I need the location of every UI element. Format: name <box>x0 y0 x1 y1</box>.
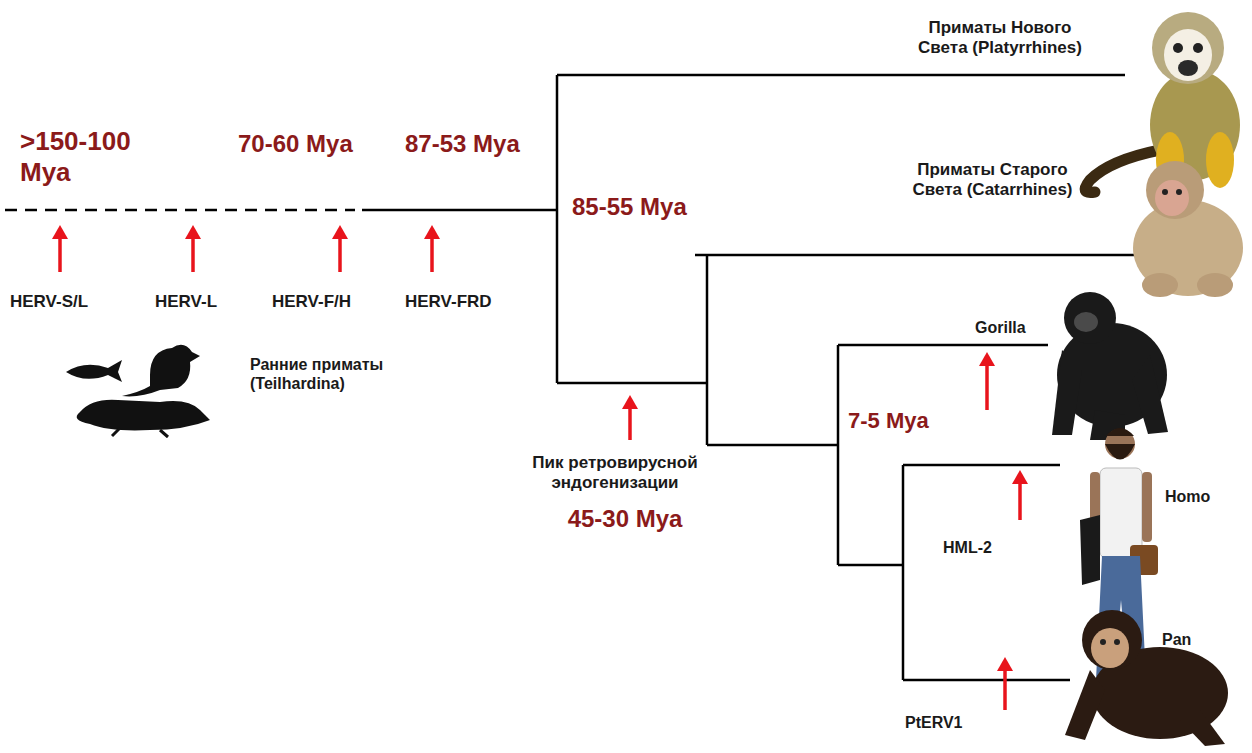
tree-lines <box>5 75 1140 680</box>
herv-label: HERV-L <box>155 292 217 312</box>
macaque <box>1133 161 1243 297</box>
red-arrows <box>52 225 1028 710</box>
time-label: >150-100 Mya <box>20 126 180 188</box>
time-label: 70-60 Mya <box>238 130 353 159</box>
event-label: Пик ретровирусной эндогенизации <box>490 453 740 494</box>
time-label: 85-55 Mya <box>572 193 687 222</box>
time-label: 87-53 Mya <box>405 130 520 159</box>
taxon-label: Gorilla <box>975 318 1026 337</box>
animal-silhouettes <box>66 345 210 437</box>
time-label: 7-5 Mya <box>848 408 929 434</box>
taxon-label: Homo <box>1165 487 1210 506</box>
clade-label: Приматы Нового Света (Platyrrhines) <box>905 18 1095 59</box>
gorilla <box>1052 292 1168 440</box>
chimpanzee <box>1065 610 1228 746</box>
herv-label: HML-2 <box>943 538 992 557</box>
time-label: 45-30 Mya <box>540 505 710 534</box>
herv-label: PtERV1 <box>905 713 963 732</box>
taxon-label: Pan <box>1162 630 1191 649</box>
herv-label: HERV-FRD <box>405 292 492 312</box>
herv-label: HERV-S/L <box>10 292 88 312</box>
taxon-label: Ранние приматы (Teilhardina) <box>250 355 425 393</box>
clade-label: Приматы Старого Света (Catarrhines) <box>900 160 1085 201</box>
herv-label: HERV-F/H <box>272 292 351 312</box>
